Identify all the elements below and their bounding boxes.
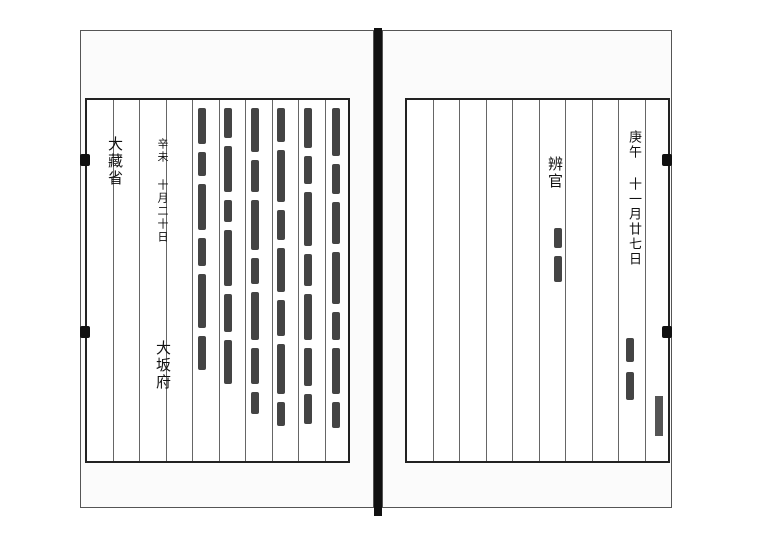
binding-clip [80, 154, 90, 166]
rule-line [512, 100, 513, 461]
rule-line [166, 100, 167, 461]
rule-line [592, 100, 593, 461]
printer-margin-note [655, 396, 663, 436]
rule-line [433, 100, 434, 461]
rule-line [298, 100, 299, 461]
rule-line [113, 100, 114, 461]
binding-clip [662, 154, 672, 166]
rule-line [245, 100, 246, 461]
rule-line [565, 100, 566, 461]
date-line-left: 辛未 十月二十日 [156, 138, 169, 244]
rule-line [139, 100, 140, 461]
ministry-label: 大藏省 [106, 136, 124, 187]
binding-clip [662, 326, 672, 338]
rule-line [459, 100, 460, 461]
rule-line [272, 100, 273, 461]
rule-line [645, 100, 646, 461]
rule-line [219, 100, 220, 461]
left-ruled-area: 大藏省 辛未 十月二十日 大坂府 [85, 98, 350, 463]
binding-fold [374, 28, 382, 516]
sender-label: 大坂府 [154, 340, 172, 391]
date-line-right: 庚午 十一月廿七日 [626, 130, 641, 267]
rule-line [539, 100, 540, 461]
office-label: 辨官 [546, 156, 564, 190]
binding-clip [80, 326, 90, 338]
rule-line [325, 100, 326, 461]
rule-line [618, 100, 619, 461]
right-ruled-area: 辨官 庚午 十一月廿七日 [405, 98, 670, 463]
rule-line [486, 100, 487, 461]
rule-line [192, 100, 193, 461]
